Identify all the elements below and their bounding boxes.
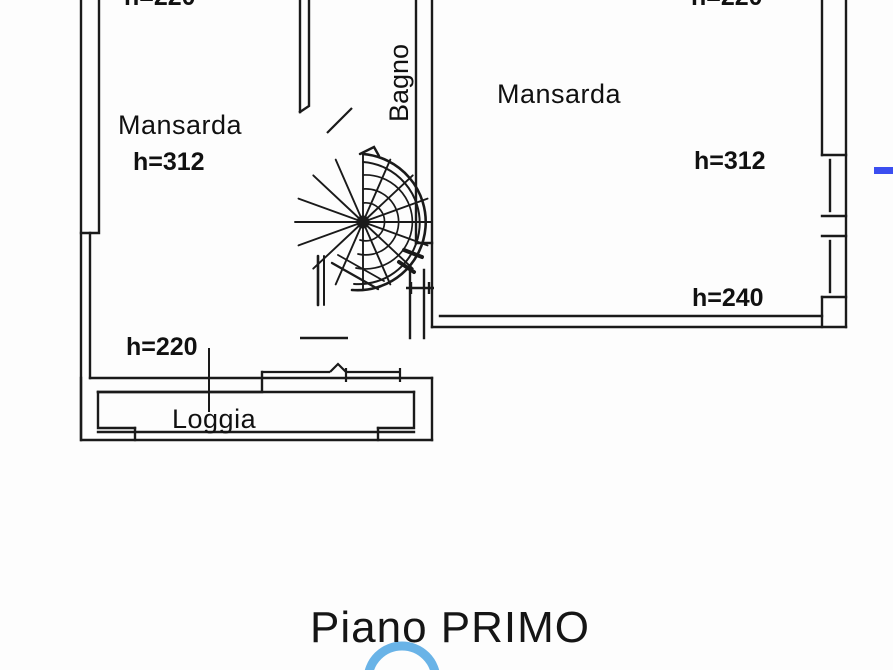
loggia-walls — [79, 370, 434, 442]
blue-marker-right-edge — [874, 167, 893, 174]
stair-newel-post — [356, 215, 370, 229]
height-tag-mansarda-left: h=312 — [133, 148, 205, 176]
height-tag-240: h=240 — [692, 284, 764, 312]
loggia-door-group — [262, 362, 402, 382]
room-label-loggia: Loggia — [172, 404, 257, 434]
wall-outlines — [79, 0, 848, 442]
room-label-mansarda-left: Mansarda — [118, 110, 243, 140]
stair-break-line-b — [337, 254, 385, 282]
stair-break-line — [330, 261, 380, 291]
stair-treads — [294, 153, 432, 291]
stair-arrival-marker — [358, 145, 381, 158]
height-tag-mansarda-right: h=312 — [694, 147, 766, 175]
stair-tread-mark-b — [397, 260, 416, 274]
stair-well-outer — [350, 152, 428, 292]
spiral-staircase — [294, 145, 432, 307]
loggia-parapet-right — [376, 390, 416, 430]
stair-arc-2 — [357, 188, 400, 256]
left-wall-inner-upper — [79, 0, 101, 235]
stair-tread-mark-a — [402, 248, 424, 259]
bagno-door-opening — [406, 282, 434, 294]
height-tag-top-right: h=220 — [691, 0, 763, 10]
blue-ring-watermark — [364, 641, 440, 670]
height-tag-220: h=220 — [126, 333, 198, 361]
loggia-door-peak — [329, 362, 347, 373]
bagno-partition-b — [298, 0, 311, 114]
loggia-parapet-left-return — [96, 370, 264, 394]
height-tag-top-left: h=220 — [124, 0, 196, 10]
plan-title: Piano PRIMO — [310, 603, 590, 652]
accent-elements — [364, 167, 893, 670]
loggia-outer-wall — [79, 376, 434, 442]
stair-arc-3 — [355, 174, 414, 270]
loggia-parapet-left — [96, 390, 137, 430]
room-label-bagno: Bagno — [384, 43, 414, 122]
bagno-door-leader — [326, 107, 353, 134]
room-label-mansarda-right: Mansarda — [497, 79, 622, 109]
